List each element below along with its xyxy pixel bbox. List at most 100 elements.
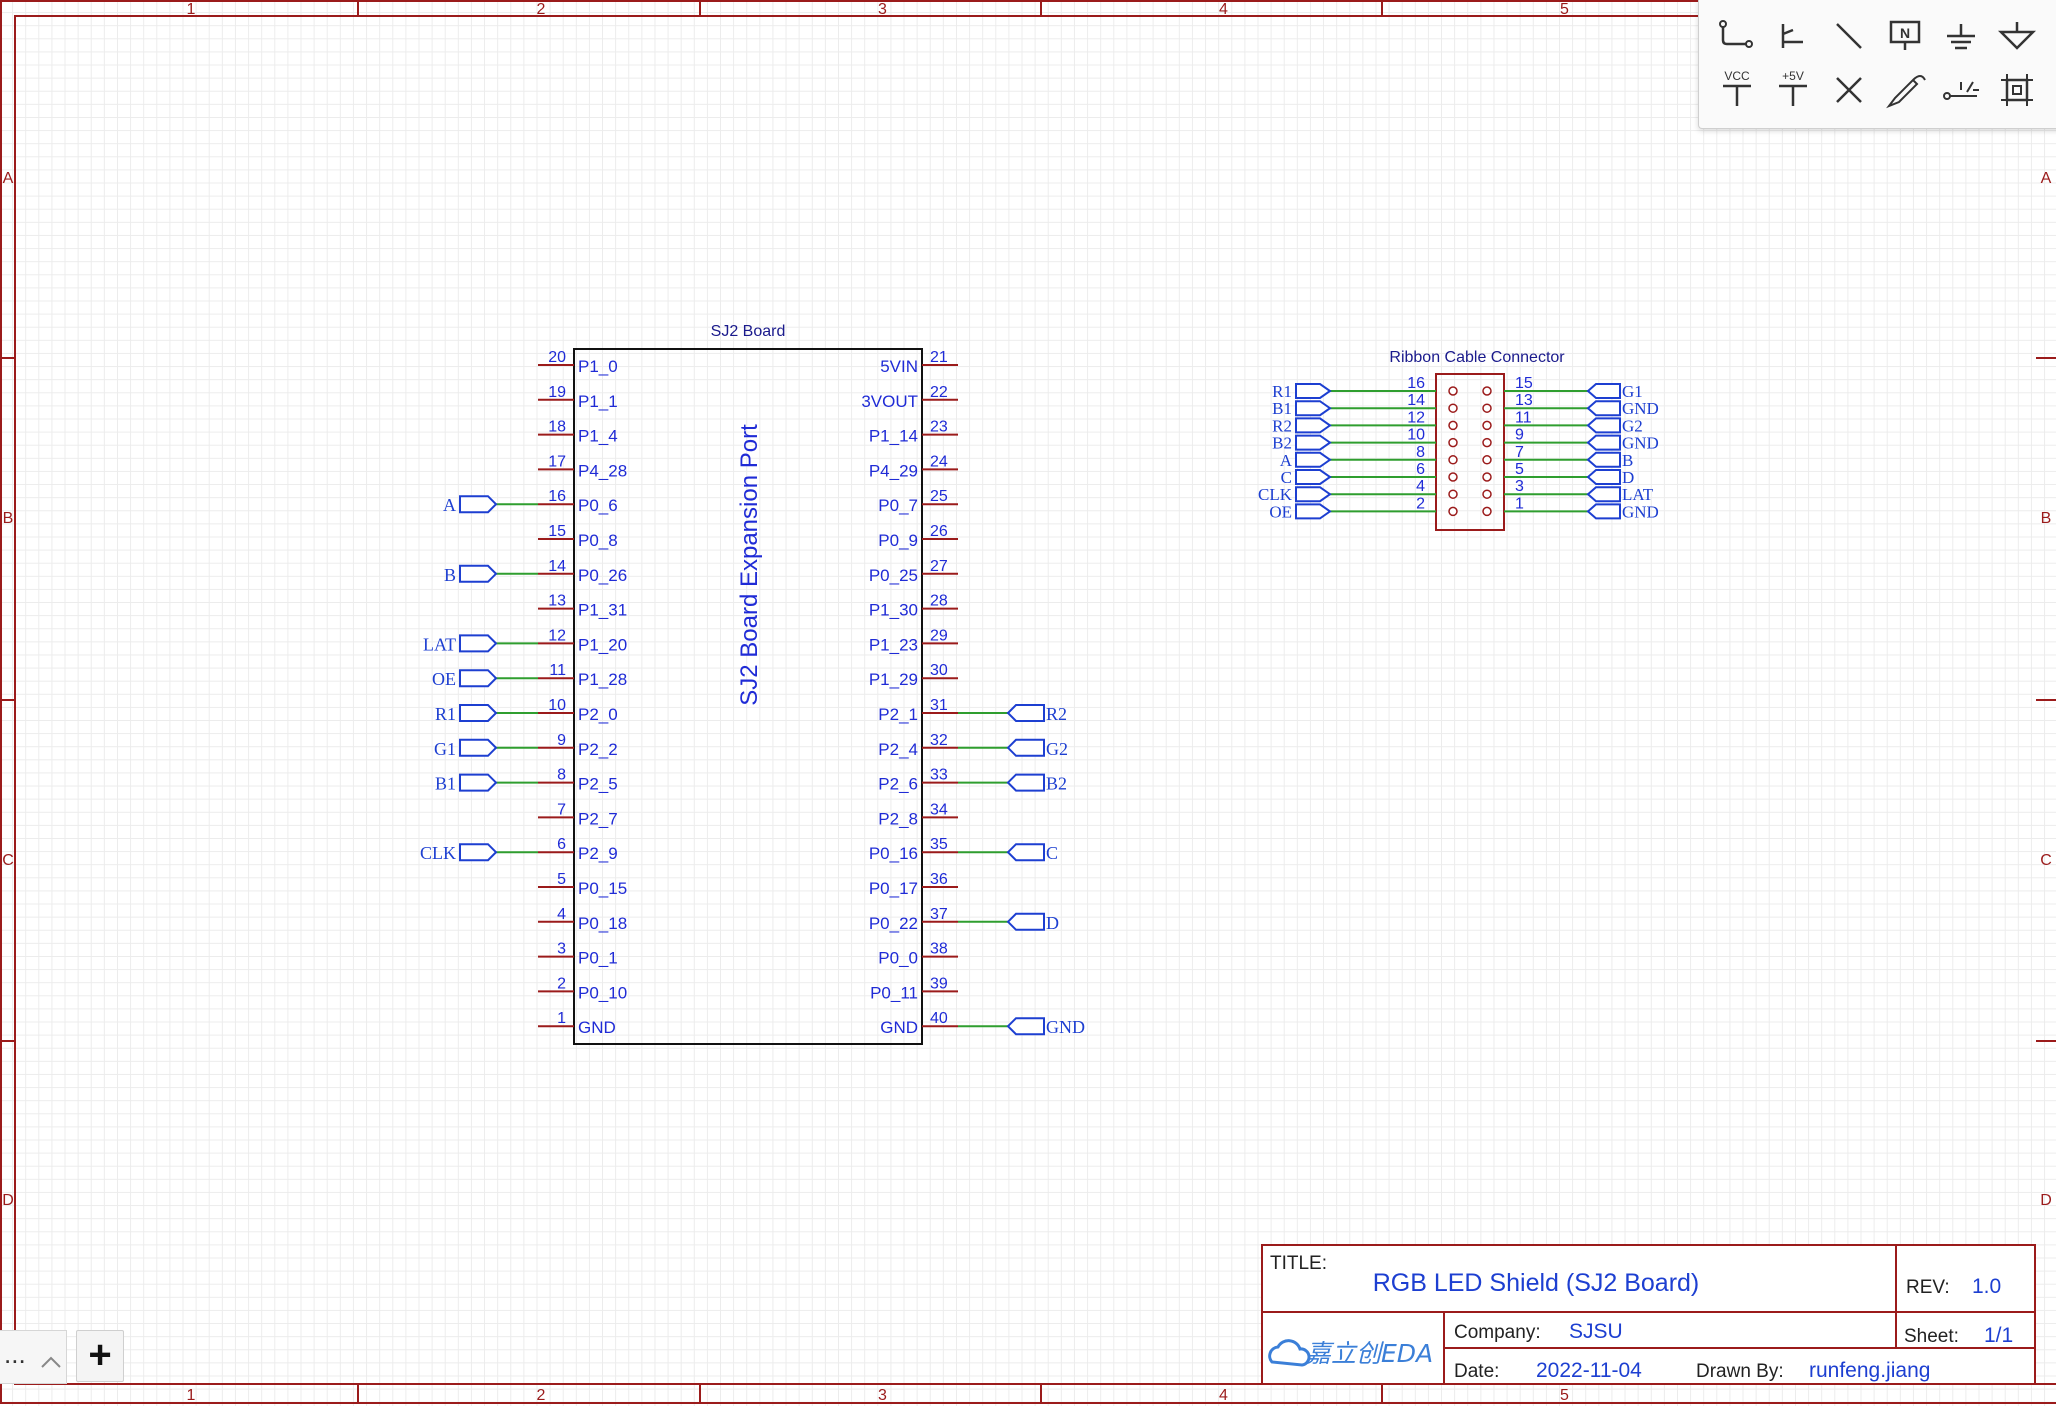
connector-pin[interactable] (1482, 472, 1492, 482)
ground-tool[interactable] (1937, 12, 1985, 60)
sheet-inner-border (14, 15, 2056, 1385)
wire-tool[interactable] (1713, 12, 1761, 60)
line-icon (1836, 23, 1862, 49)
pin-number: 6 (557, 836, 566, 853)
no-connect-tool[interactable] (1825, 66, 1873, 114)
net-port-flag[interactable] (459, 669, 498, 688)
net-port-flag[interactable] (459, 564, 498, 583)
pin-name: P0_1 (578, 949, 618, 968)
connector-pin[interactable] (1448, 489, 1458, 499)
net-port-flag[interactable] (1586, 486, 1621, 503)
net-port-flag[interactable] (459, 738, 498, 757)
drawing-toolbar[interactable]: N VCC +5V (1698, 0, 2056, 129)
sj2-title: SJ2 Board (711, 323, 786, 340)
connector-pin[interactable] (1482, 506, 1492, 517)
pin-number: 3 (557, 941, 566, 958)
pin-number: 12 (1407, 409, 1425, 426)
sj2-body[interactable] (573, 348, 923, 1045)
net-port-label: G1 (1622, 382, 1643, 401)
select-box-tool[interactable] (1993, 66, 2041, 114)
net-port-flag[interactable] (1295, 469, 1332, 485)
pin-number: 27 (930, 558, 948, 575)
net-label-tool[interactable]: N (1881, 12, 1929, 60)
net-port-flag[interactable] (1295, 486, 1332, 503)
net-port-flag[interactable] (1586, 503, 1621, 520)
connector-pin[interactable] (1448, 403, 1458, 413)
connector-pin[interactable] (1482, 489, 1492, 499)
col-label-top: 1 (187, 1, 196, 18)
connector-pin[interactable] (1482, 386, 1492, 396)
net-port-flag[interactable] (1006, 912, 1045, 931)
net-port-flag[interactable] (1586, 383, 1621, 399)
net-port-flag[interactable] (1295, 451, 1332, 468)
probe-tool[interactable] (1881, 66, 1929, 114)
net-port-label: G1 (434, 739, 456, 759)
plus5v-tool[interactable]: +5V (1769, 66, 1817, 114)
net-label-icon: N (1889, 20, 1921, 50)
net-port-flag[interactable] (1295, 503, 1332, 520)
connector-pin[interactable] (1482, 455, 1492, 465)
pin-name: P0_9 (878, 531, 918, 550)
net-port-flag[interactable] (459, 704, 498, 722)
net-port-flag[interactable] (1586, 400, 1621, 417)
pin-name: P1_20 (578, 635, 627, 654)
pin-number: 4 (1416, 478, 1425, 495)
net-port-flag[interactable] (1006, 843, 1045, 862)
line-tool[interactable] (1825, 12, 1873, 60)
connector-pin[interactable] (1448, 455, 1458, 465)
net-port-flag[interactable] (1295, 400, 1332, 417)
connector-pin[interactable] (1448, 506, 1458, 517)
connector-pin[interactable] (1448, 437, 1458, 448)
net-port-label: B1 (1272, 399, 1292, 418)
connector-pin[interactable] (1482, 437, 1492, 448)
net-port-flag[interactable] (1006, 773, 1045, 792)
bus-tool[interactable] (1769, 12, 1817, 60)
pin-number: 1 (1515, 495, 1524, 512)
pin-number: 22 (930, 384, 948, 401)
pin-name: P2_1 (878, 705, 918, 724)
net-port-flag[interactable] (1295, 383, 1332, 399)
col-label-top: 4 (1219, 1, 1228, 18)
net-port-flag[interactable] (459, 773, 498, 792)
pin-name: 3VOUT (861, 392, 918, 411)
pin-name: P2_8 (878, 809, 918, 828)
net-port-flag[interactable] (1006, 738, 1045, 757)
add-page-button[interactable]: + (76, 1330, 124, 1382)
pin-number: 28 (930, 593, 948, 610)
net-port-flag[interactable] (1006, 1017, 1045, 1036)
row-label-right: C (2040, 852, 2052, 869)
net-port-flag[interactable] (459, 495, 498, 514)
connector-pin[interactable] (1448, 472, 1458, 482)
pin-number: 13 (548, 593, 566, 610)
connector-pin[interactable] (1482, 403, 1492, 413)
net-port-label: R2 (1046, 704, 1067, 724)
net-port-flag[interactable] (1295, 417, 1332, 434)
net-port-flag[interactable] (459, 634, 498, 653)
pin-number: 16 (1407, 375, 1425, 392)
chevron-up-icon[interactable] (40, 1345, 62, 1376)
net-port-flag[interactable] (1006, 704, 1045, 722)
ground-triangle-tool[interactable] (1993, 12, 2041, 60)
bus-entry-tool[interactable] (1937, 66, 1985, 114)
net-port-flag[interactable] (1295, 434, 1332, 451)
connector-pin[interactable] (1482, 420, 1492, 431)
net-port-flag[interactable] (1586, 469, 1621, 485)
title-label: TITLE: (1270, 1253, 1327, 1274)
net-port-flag[interactable] (1586, 434, 1621, 451)
pin-number: 3 (1515, 478, 1524, 495)
connector-pin[interactable] (1448, 420, 1458, 431)
net-port-flag[interactable] (459, 843, 498, 862)
vcc-tool[interactable]: VCC (1713, 66, 1761, 114)
net-port-flag[interactable] (1586, 451, 1621, 468)
title-block[interactable]: TITLE: RGB LED Shield (SJ2 Board) REV: 1… (1261, 1244, 2036, 1385)
pin-name: P2_4 (878, 740, 918, 759)
page-list-toggle[interactable]: ... (0, 1330, 67, 1384)
net-port-flag[interactable] (1586, 417, 1621, 434)
ribbon-body[interactable] (1435, 373, 1505, 531)
connector-pin[interactable] (1448, 386, 1458, 396)
pin-number: 38 (930, 941, 948, 958)
